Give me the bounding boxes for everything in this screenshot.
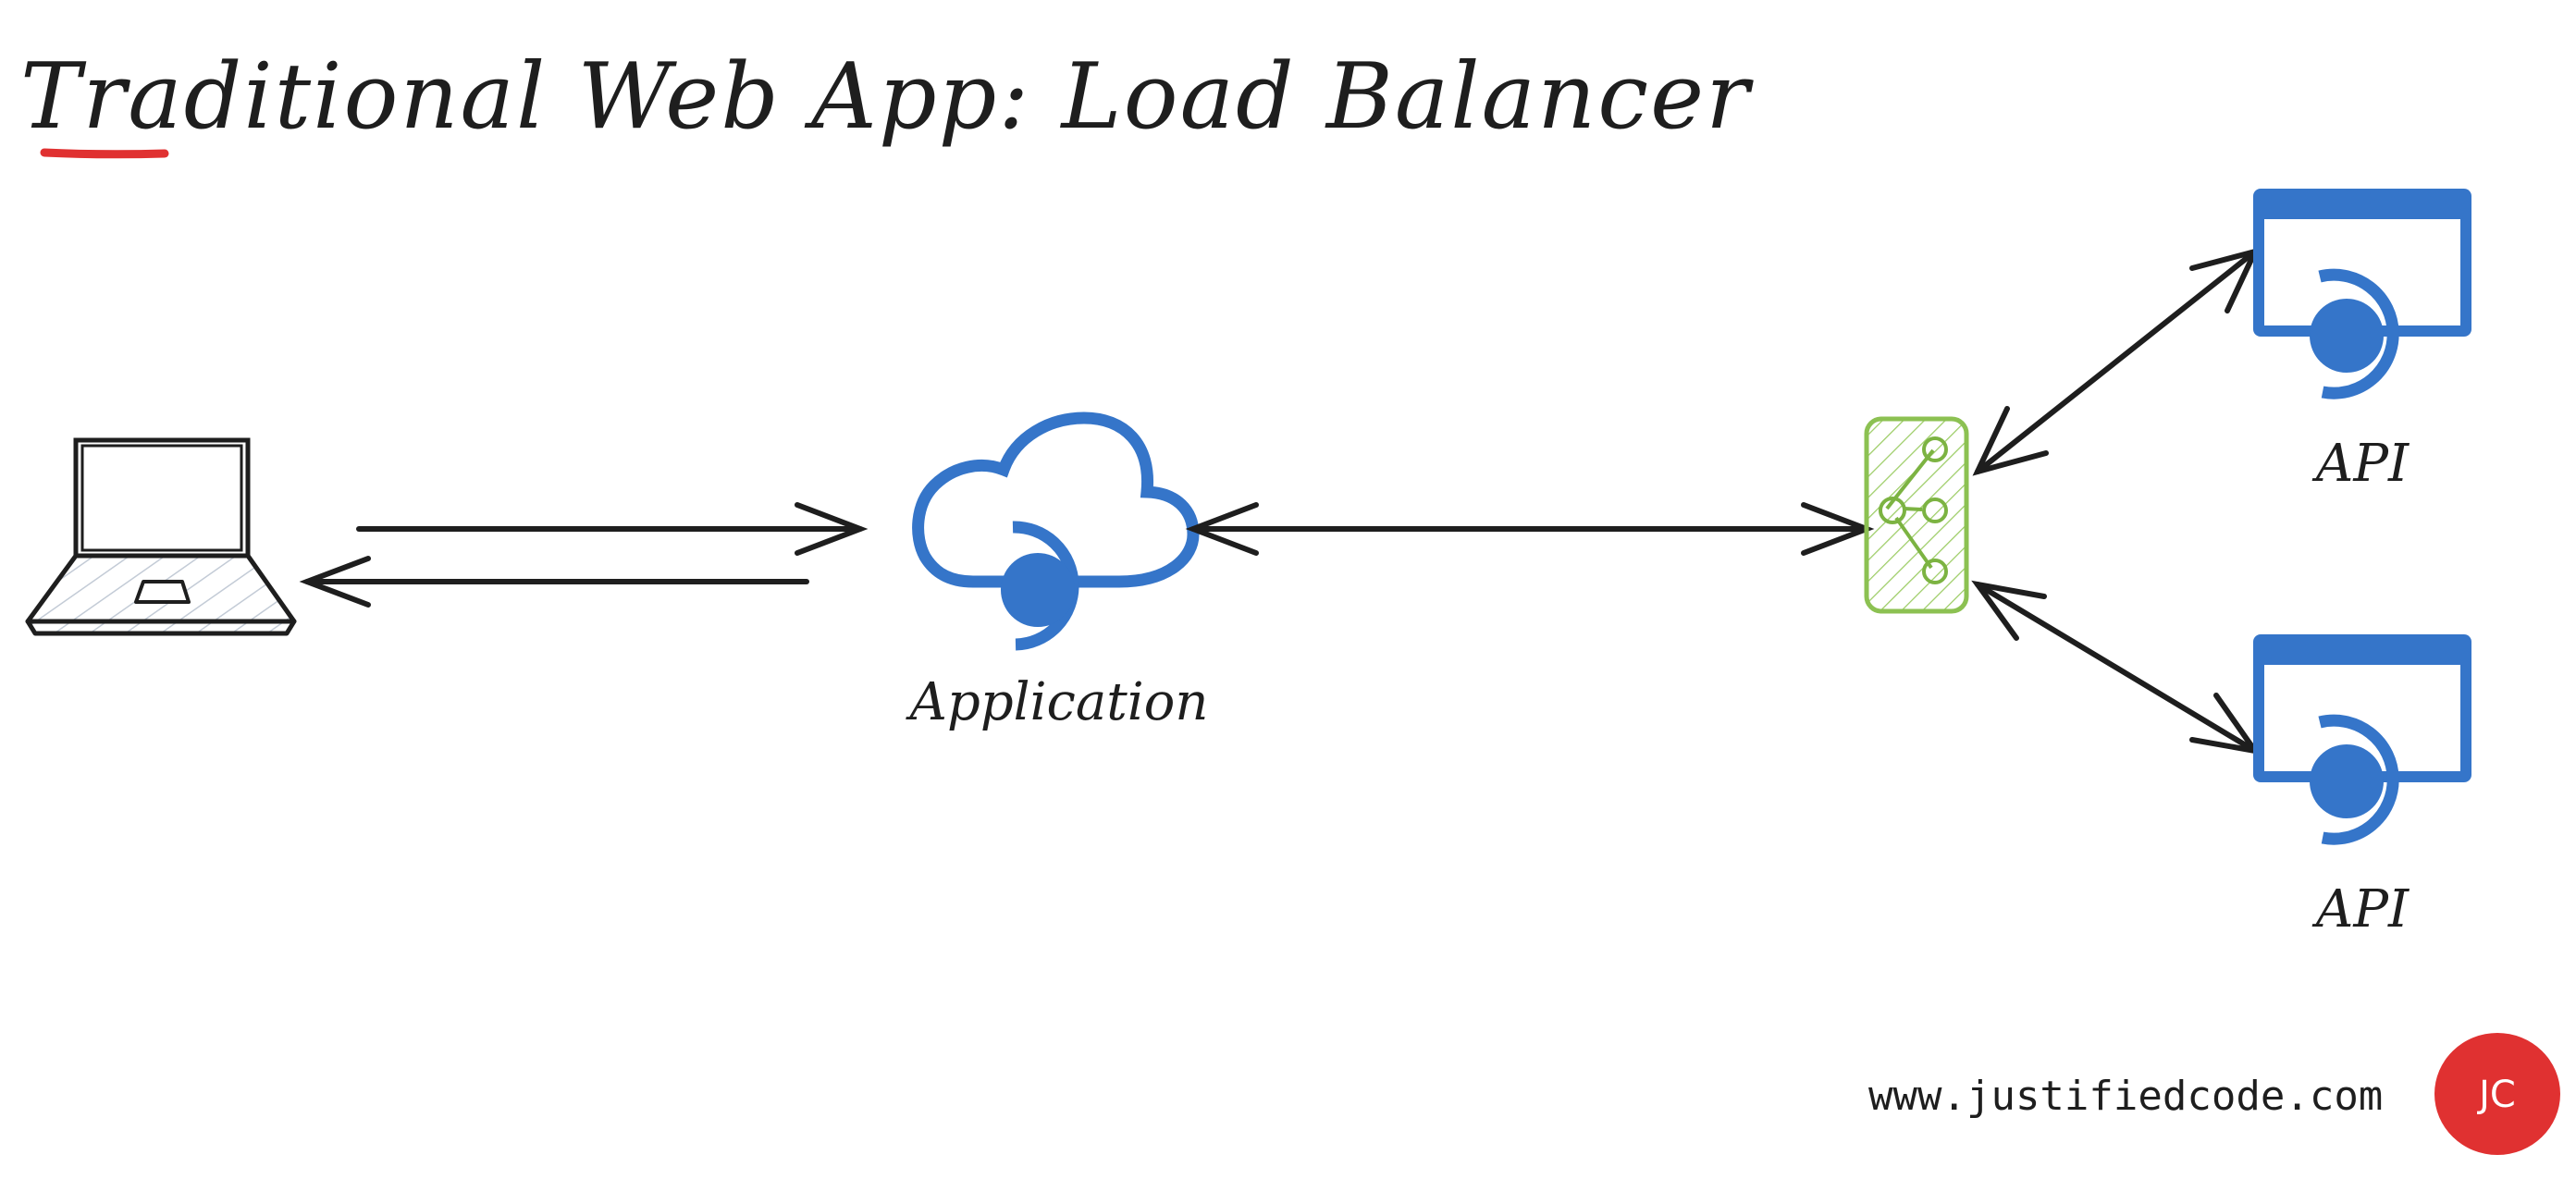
footer-url[interactable]: www.justifiedcode.com bbox=[1868, 1073, 2383, 1120]
api-window-icon-top bbox=[2253, 189, 2471, 399]
arrow-load-balancer-api-bottom bbox=[1971, 580, 2262, 755]
laptop-icon bbox=[25, 437, 297, 636]
diagram-title: Traditional Web App: Load Balancer bbox=[20, 44, 1754, 150]
arrow-load-balancer-api-top bbox=[1972, 247, 2261, 476]
jc-badge: JC bbox=[2434, 1033, 2560, 1155]
api-top-label: API bbox=[2311, 434, 2410, 494]
cloud-app-icon bbox=[912, 411, 1200, 651]
arrow-application-to-client bbox=[299, 556, 809, 608]
title-underline-accent bbox=[40, 148, 169, 159]
jc-badge-text: JC bbox=[2476, 1074, 2516, 1116]
api-bottom-label: API bbox=[2311, 879, 2410, 940]
application-label: Application bbox=[906, 672, 1209, 732]
arrow-application-load-balancer bbox=[1185, 502, 1875, 556]
arrow-client-to-application bbox=[356, 502, 869, 556]
api-window-icon-bottom bbox=[2253, 634, 2471, 845]
load-balancer-icon bbox=[1864, 416, 1969, 614]
